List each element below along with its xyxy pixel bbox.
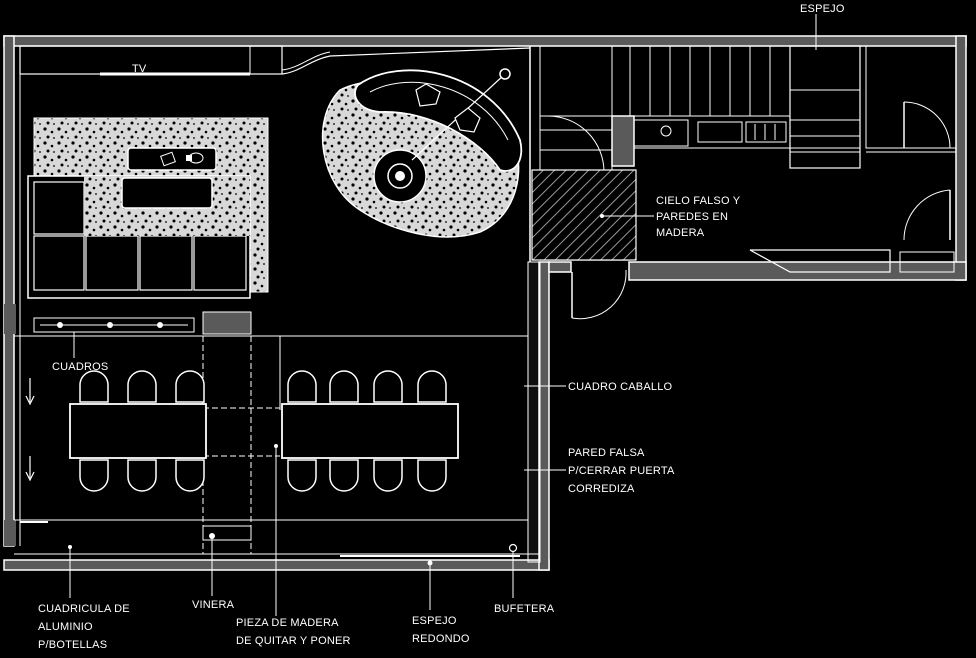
right-wing (529, 45, 957, 320)
tv-cabinet (19, 45, 531, 76)
tv-label: TV (132, 63, 147, 75)
label-cuadros: CUADROS (52, 361, 108, 373)
arrows (25, 378, 35, 482)
label-pared-falsa-3: CORREDIZA (568, 483, 635, 495)
label-pieza-1: PIEZA DE MADERA (236, 617, 339, 629)
label-espejo-redondo-2: REDONDO (412, 633, 470, 645)
label-espejo-top: ESPEJO (800, 3, 845, 15)
label-cuadro-caballo: CUADRO CABALLO (568, 381, 673, 393)
label-bufetera: BUFETERA (494, 603, 555, 615)
sideboard (20, 521, 520, 557)
cuadros-rail (33, 317, 195, 333)
label-vinera: VINERA (192, 599, 235, 611)
label-cuadricula-1: CUADRICULA DE (38, 603, 130, 615)
wood-ceiling-zone (531, 169, 637, 261)
coffee-table (121, 147, 217, 209)
label-espejo-redondo-1: ESPEJO (412, 615, 457, 627)
dining-table-right (281, 370, 459, 492)
dining-table-left (69, 370, 207, 492)
leader-lines (69, 14, 817, 616)
label-pared-falsa-2: P/CERRAR PUERTA (568, 465, 675, 477)
label-pieza-2: DE QUITAR Y PONER (236, 635, 351, 647)
lounge-area (321, 68, 523, 238)
label-cielo-3: MADERA (656, 227, 705, 239)
label-cielo-1: CIELO FALSO Y (656, 195, 741, 207)
label-cuadricula-2: ALUMINIO (38, 621, 93, 633)
label-pared-falsa-1: PARED FALSA (568, 447, 645, 459)
label-cuadricula-3: P/BOTELLAS (38, 639, 107, 651)
label-cielo-2: PAREDES EN (656, 211, 728, 223)
